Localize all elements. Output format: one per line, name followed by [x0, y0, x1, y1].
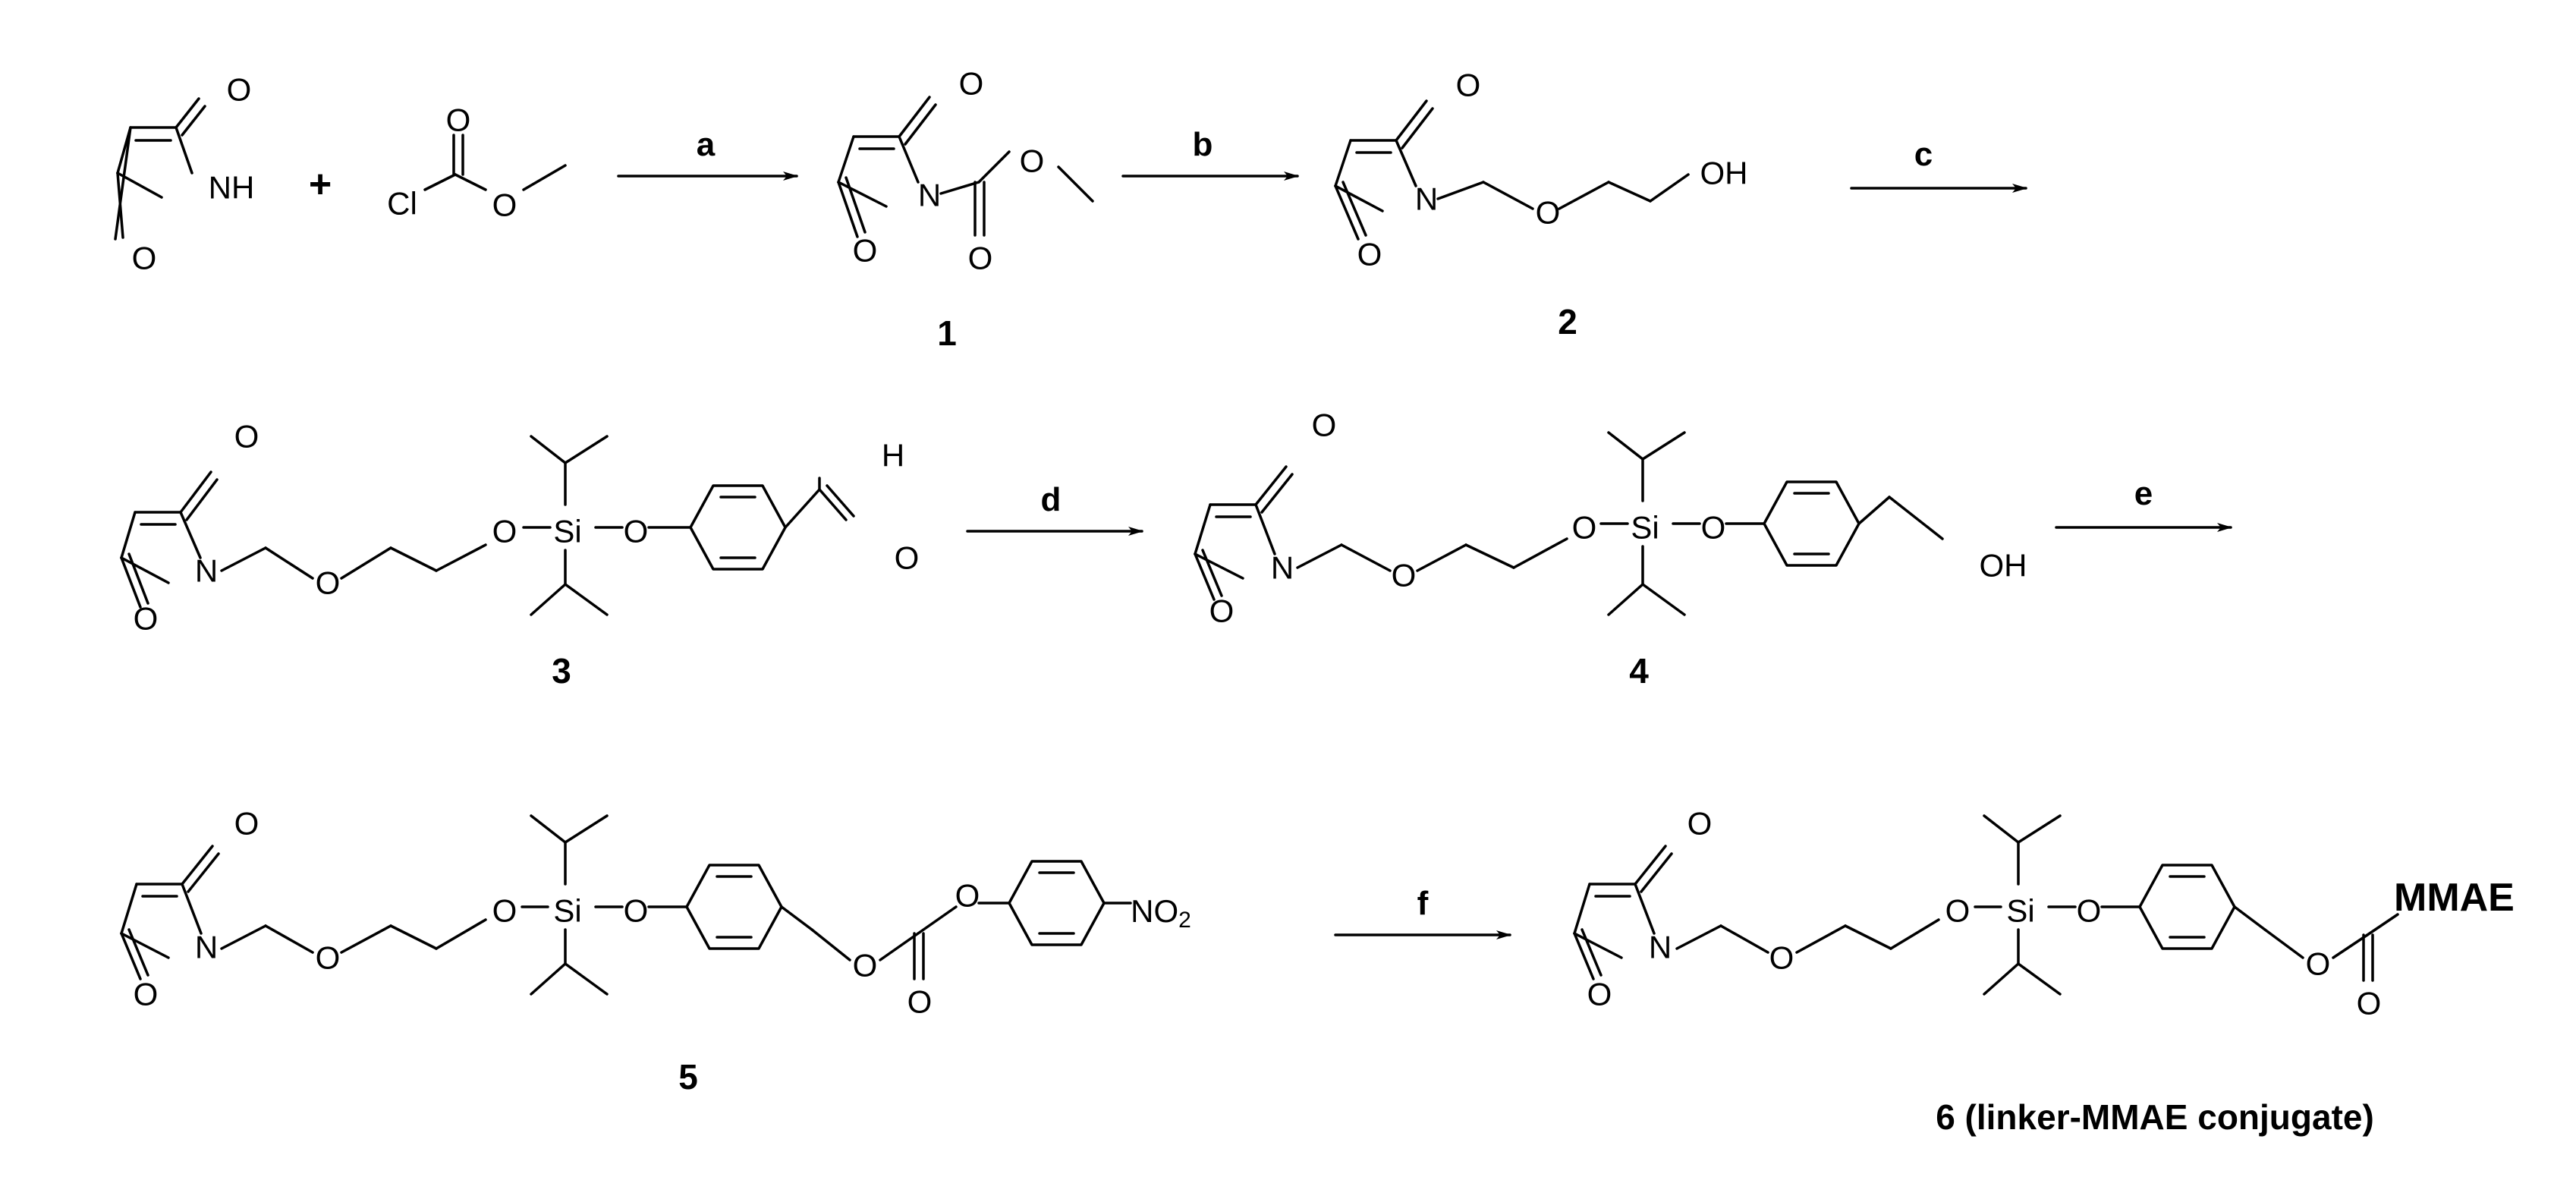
reagent-f: f	[1417, 885, 1429, 922]
compound-3-structure: O N O O Si O H O O	[120, 419, 920, 637]
svg-text:O: O	[234, 419, 259, 455]
svg-text:O: O	[624, 893, 649, 929]
svg-text:O: O	[2077, 893, 2102, 929]
svg-text:O: O	[1587, 977, 1612, 1012]
svg-text:O: O	[1020, 143, 1045, 179]
compound-4-structure: O N O O Si O OH O	[1194, 408, 2027, 629]
svg-text:O: O	[1312, 408, 1337, 443]
svg-text:O: O	[316, 565, 341, 601]
svg-text:O: O	[895, 540, 920, 576]
svg-text:OH: OH	[1700, 156, 1748, 191]
svg-text:NH: NH	[209, 170, 255, 206]
svg-text:O: O	[1769, 940, 1794, 976]
svg-text:N: N	[1271, 550, 1294, 586]
svg-text:Si: Si	[1631, 510, 1659, 546]
svg-text:O: O	[1572, 510, 1597, 546]
svg-text:O: O	[1357, 237, 1382, 272]
svg-text:N: N	[918, 178, 941, 213]
methyl-chloroformate-structure: Cl O O	[387, 102, 567, 223]
nitro-group: NO2	[1131, 893, 1191, 933]
svg-text:N: N	[195, 553, 218, 589]
reagent-a: a	[697, 126, 716, 163]
compound-label-3: 3	[552, 651, 571, 691]
svg-text:O: O	[2306, 946, 2331, 982]
svg-text:O: O	[492, 893, 517, 929]
svg-text:O: O	[624, 514, 649, 549]
svg-text:Si: Si	[553, 514, 581, 549]
reagent-e: e	[2134, 475, 2153, 512]
svg-text:N: N	[195, 930, 218, 965]
svg-text:O: O	[1456, 68, 1481, 103]
svg-text:O: O	[1687, 806, 1713, 842]
compound-1-structure: O N O O O	[837, 66, 1094, 276]
compound-label-5: 5	[678, 1057, 698, 1097]
svg-text:Si: Si	[553, 893, 581, 929]
svg-text:O: O	[853, 948, 878, 983]
svg-text:O: O	[492, 514, 517, 549]
compound-label-2: 2	[1558, 302, 1577, 341]
svg-text:H: H	[882, 438, 904, 474]
svg-text:O: O	[1945, 893, 1971, 929]
compound-6-structure: O N O O Si O O O O	[1573, 806, 2399, 1021]
reagent-d: d	[1041, 481, 1062, 518]
svg-text:O: O	[1392, 558, 1417, 593]
svg-text:O: O	[1536, 195, 1561, 231]
svg-text:Cl: Cl	[387, 186, 417, 222]
svg-text:N: N	[1649, 930, 1672, 965]
mmae-payload-label: MMAE	[2394, 876, 2515, 920]
svg-text:O: O	[1701, 510, 1726, 546]
svg-text:N: N	[1415, 181, 1438, 217]
svg-text:O: O	[134, 977, 159, 1012]
svg-text:O: O	[955, 878, 980, 914]
svg-text:O: O	[853, 233, 878, 269]
svg-text:O: O	[234, 806, 259, 842]
svg-text:O: O	[959, 66, 984, 102]
svg-text:O: O	[316, 940, 341, 976]
svg-text:O: O	[2357, 986, 2382, 1021]
maleimide-structure: O NH O	[114, 72, 255, 276]
svg-text:Si: Si	[2006, 893, 2034, 929]
compound-2-structure: O N O OH O	[1334, 68, 1748, 272]
reagent-b: b	[1193, 126, 1213, 163]
svg-text:O: O	[134, 601, 159, 637]
svg-text:O: O	[227, 72, 252, 108]
compound-label-4: 4	[1629, 651, 1649, 691]
svg-text:OH: OH	[1980, 548, 2027, 584]
compound-label-1: 1	[937, 313, 957, 353]
svg-text:O: O	[907, 984, 933, 1020]
svg-text:O: O	[446, 102, 471, 138]
svg-text:O: O	[1209, 593, 1235, 629]
svg-text:O: O	[968, 241, 993, 276]
compound-label-6: 6 (linker-MMAE conjugate)	[1936, 1097, 2374, 1137]
svg-text:O: O	[492, 187, 517, 223]
svg-text:O: O	[132, 241, 157, 276]
compound-5-structure: O N O O Si O O O O O NO2	[120, 806, 1191, 1020]
reagent-c: c	[1914, 136, 1933, 173]
plus-sign: +	[309, 162, 332, 206]
